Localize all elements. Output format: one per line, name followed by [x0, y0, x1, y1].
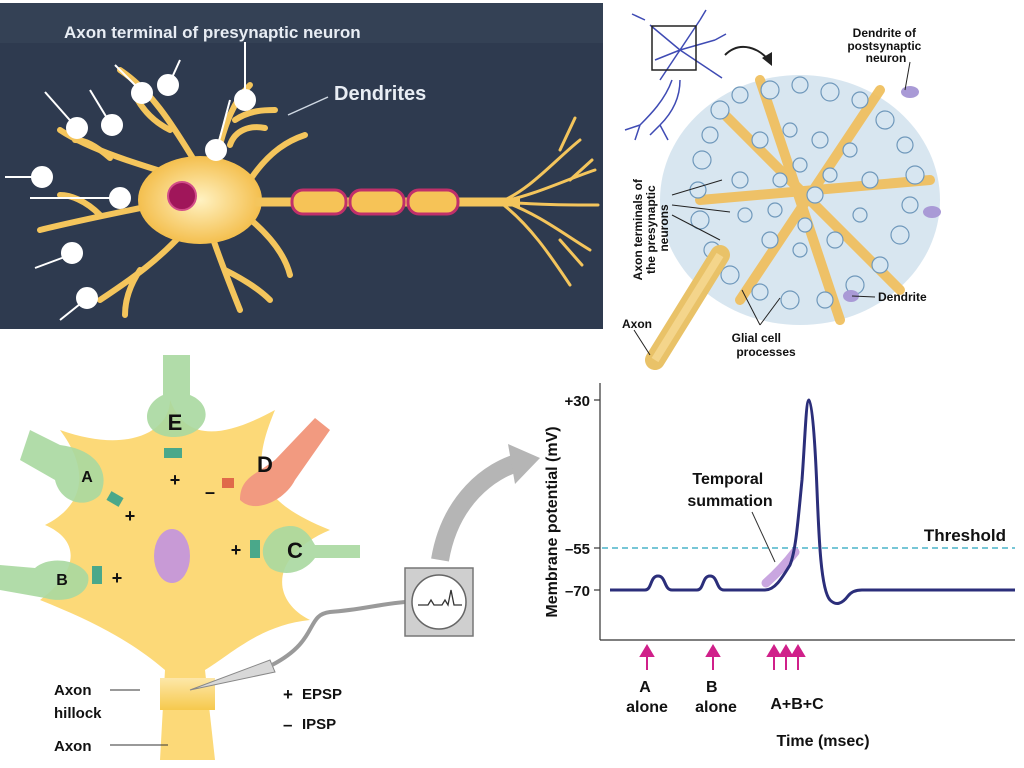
input-E-terminal — [147, 355, 206, 437]
input-A-terminal — [20, 430, 104, 503]
input-A-label: A — [81, 469, 93, 486]
temporal-summation-label: Temporal summation — [687, 471, 772, 510]
input-B-terminal — [0, 560, 89, 600]
input-terminals — [0, 355, 360, 600]
event-B-label: B alone — [695, 679, 737, 716]
oscilloscope-trace — [418, 589, 462, 607]
epsp-ipsp-legend: + EPSP – IPSP — [283, 685, 342, 734]
sign-C: + — [231, 540, 242, 560]
glial-cell-label: Glial cell processes — [732, 331, 796, 359]
oscilloscope-screen — [411, 574, 467, 630]
event-ABC-label: A+B+C — [770, 696, 824, 713]
sign-B: + — [112, 568, 123, 588]
axon-terminals-label: Axon terminals of the presynaptic neuron… — [631, 176, 671, 281]
electrode — [189, 659, 276, 691]
stimulus-arrows — [639, 644, 806, 670]
postsynaptic-nucleus — [154, 529, 190, 583]
input-B-label: B — [56, 572, 68, 589]
threshold-label: Threshold — [924, 526, 1006, 545]
panel-synapse-cluster: Dendrite of postsynaptic neuron Axon ter… — [622, 9, 941, 370]
legend-epsp-text: EPSP — [302, 686, 342, 703]
dendrites-leader — [287, 96, 329, 116]
zoom-arrow — [724, 45, 771, 63]
axon-terminal-label: Axon terminal of presynaptic neuron — [64, 23, 361, 42]
input-D-label: D — [257, 452, 273, 477]
panel-neuron-background — [0, 3, 603, 329]
axon-terminal-branches — [498, 116, 600, 287]
dendrite-of-postsynaptic-label: Dendrite of postsynaptic neuron — [847, 26, 924, 65]
input-D-terminal — [240, 418, 330, 507]
myelin-sheaths — [290, 188, 460, 216]
legend-ipsp-sign: – — [283, 715, 292, 734]
electrode-wire — [271, 600, 406, 667]
ytick-minus70: –70 — [565, 583, 590, 600]
panel-summation-neuron: E D A C B + – + + + Axon hillock Axon + … — [0, 355, 540, 760]
dendrites-label: Dendrites — [334, 83, 426, 105]
postsynaptic-dendrite-tips — [843, 86, 941, 302]
input-C-terminal — [262, 526, 360, 573]
inset-box — [651, 25, 697, 71]
axon-hillock-label: Axon hillock — [54, 682, 102, 722]
input-E-label: E — [168, 410, 183, 435]
ytick-minus55: –55 — [565, 541, 590, 558]
curved-arrow — [431, 453, 523, 562]
sign-D: – — [205, 482, 215, 502]
inset-neuron — [624, 9, 727, 141]
membrane-potential-trace — [610, 398, 1015, 605]
axon-label-panel3: Axon — [54, 738, 92, 755]
event-A-label: A alone — [626, 679, 668, 716]
soma — [138, 156, 262, 244]
panel2-leaders — [633, 61, 911, 356]
summation-leader — [751, 511, 776, 563]
membrane-potential-chart: +30 –55 –70 Membrane potential (mV) Time… — [544, 383, 1015, 750]
x-axis-label: Time (msec) — [776, 733, 869, 750]
legend-epsp-sign: + — [283, 685, 293, 704]
panel-neuron: Axon terminal of presynaptic neuron Dend… — [0, 3, 603, 329]
y-axis-label: Membrane potential (mV) — [544, 426, 561, 617]
axon-label-panel2: Axon — [622, 317, 652, 331]
nucleus — [167, 181, 197, 211]
sign-A: + — [125, 506, 136, 526]
legend-ipsp-text: IPSP — [302, 716, 336, 733]
axon-hillock — [160, 678, 215, 710]
ytick-plus30: +30 — [565, 393, 590, 410]
dendrite-label: Dendrite — [878, 290, 927, 304]
presynaptic-terminals — [5, 42, 256, 321]
input-C-label: C — [287, 538, 303, 563]
sign-E: + — [170, 470, 181, 490]
